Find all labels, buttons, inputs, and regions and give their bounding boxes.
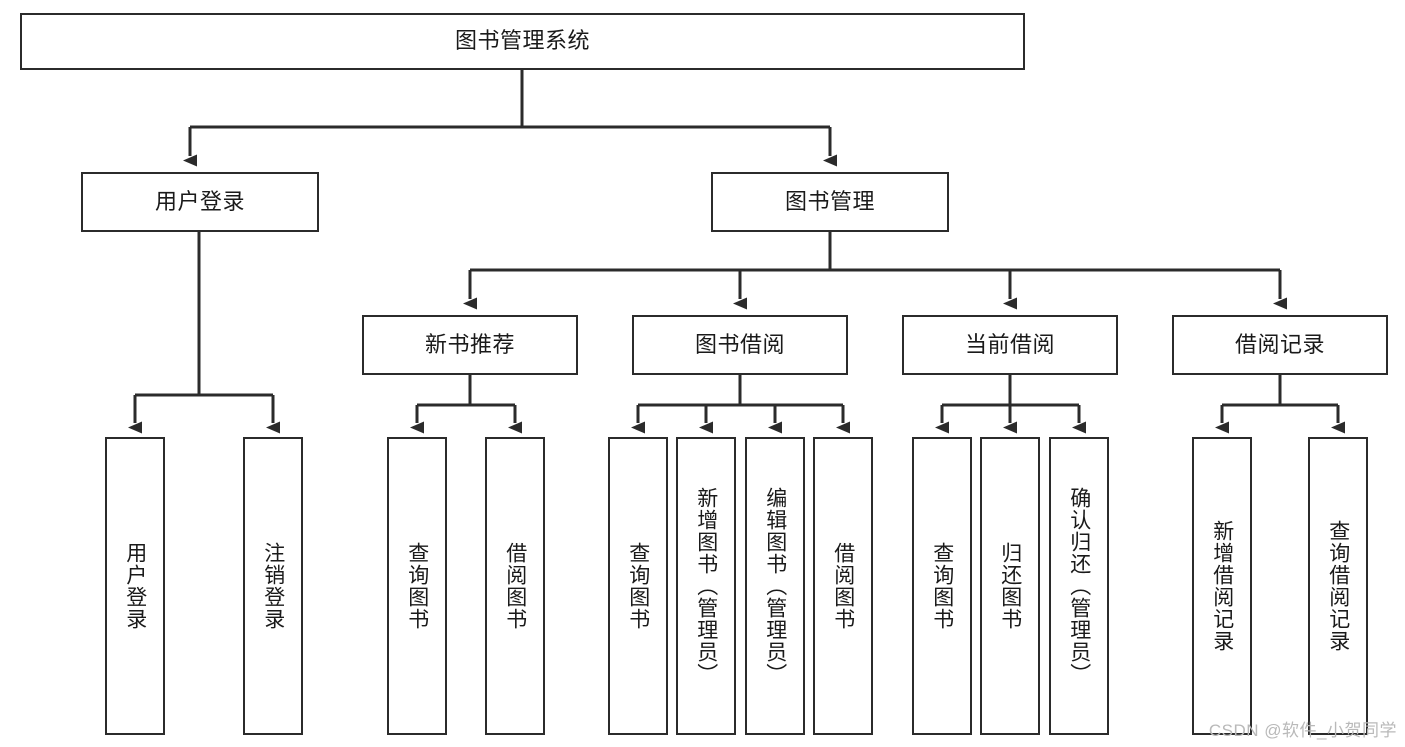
node-label: 新增图书（管理员）: [694, 487, 718, 685]
node-new-book-recommendation[interactable]: 新书推荐: [362, 315, 578, 375]
node-label: 用户登录: [154, 188, 245, 214]
node-leaf-edit-book-admin[interactable]: 编辑图书（管理员）: [745, 437, 805, 735]
node-label: 查询图书: [930, 542, 954, 630]
node-leaf-borrow-books-recommendation[interactable]: 借阅图书: [485, 437, 545, 735]
node-label: 确认归还（管理员）: [1067, 487, 1091, 685]
node-book-management-system[interactable]: 图书管理系统: [20, 13, 1025, 70]
node-leaf-borrow-books[interactable]: 借阅图书: [813, 437, 873, 735]
node-label: 借阅记录: [1234, 331, 1325, 357]
node-label: 借阅图书: [831, 542, 855, 630]
node-label: 归还图书: [998, 542, 1022, 630]
node-leaf-query-books-current[interactable]: 查询图书: [912, 437, 972, 735]
node-leaf-query-books-borrowing[interactable]: 查询图书: [608, 437, 668, 735]
node-label: 查询图书: [405, 542, 429, 630]
node-label: 图书管理: [784, 188, 875, 214]
node-label: 查询借阅记录: [1326, 520, 1350, 652]
node-label: 新书推荐: [424, 331, 515, 357]
node-label: 图书管理系统: [454, 28, 590, 54]
node-leaf-query-borrowing-record[interactable]: 查询借阅记录: [1308, 437, 1368, 735]
node-leaf-add-book-admin[interactable]: 新增图书（管理员）: [676, 437, 736, 735]
node-label: 图书借阅: [694, 331, 785, 357]
node-label: 编辑图书（管理员）: [763, 487, 787, 685]
node-label: 查询图书: [626, 542, 650, 630]
node-label: 当前借阅: [964, 331, 1055, 357]
node-borrowing-record[interactable]: 借阅记录: [1172, 315, 1388, 375]
node-book-borrowing[interactable]: 图书借阅: [632, 315, 848, 375]
node-user-login[interactable]: 用户登录: [81, 172, 319, 232]
node-label: 注销登录: [261, 542, 285, 630]
node-label: 用户登录: [123, 542, 147, 630]
node-leaf-add-borrowing-record[interactable]: 新增借阅记录: [1192, 437, 1252, 735]
node-leaf-confirm-return-admin[interactable]: 确认归还（管理员）: [1049, 437, 1109, 735]
node-leaf-user-login[interactable]: 用户登录: [105, 437, 165, 735]
node-label: 新增借阅记录: [1210, 520, 1234, 652]
node-leaf-query-books-recommendation[interactable]: 查询图书: [387, 437, 447, 735]
node-leaf-logout[interactable]: 注销登录: [243, 437, 303, 735]
node-leaf-return-books[interactable]: 归还图书: [980, 437, 1040, 735]
node-book-management[interactable]: 图书管理: [711, 172, 949, 232]
node-label: 借阅图书: [503, 542, 527, 630]
node-current-borrowing[interactable]: 当前借阅: [902, 315, 1118, 375]
